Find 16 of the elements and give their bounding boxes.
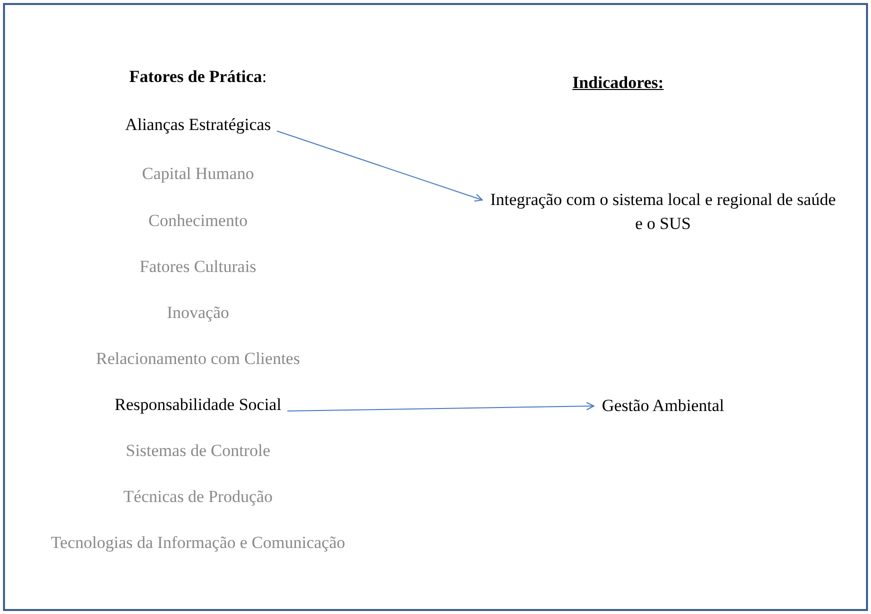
item-text: Alianças Estratégicas <box>125 115 271 134</box>
item-text: Conhecimento <box>148 211 248 230</box>
item-text: Sistemas de Controle <box>126 441 270 460</box>
item-text: Inovação <box>166 303 230 322</box>
item-text: Gestão Ambiental <box>602 396 724 415</box>
arrow <box>286 402 594 412</box>
item-text: Capital Humano <box>142 164 254 183</box>
item-text: Técnicas de Produção <box>123 487 273 506</box>
column-heading: Fatores de Prática: <box>129 67 267 87</box>
item-text: Integração com o sistema local e regional de saúde e o SUS <box>490 190 836 233</box>
item-text: Responsabilidade Social <box>114 395 282 414</box>
item-text: Tecnologias da Informação e Comunicação <box>50 533 346 552</box>
arrow <box>276 130 483 202</box>
item-text: Relacionamento com Clientes <box>96 349 300 368</box>
item-text: Fatores Culturais <box>140 257 256 276</box>
column-heading: Indicadores: <box>572 73 664 93</box>
